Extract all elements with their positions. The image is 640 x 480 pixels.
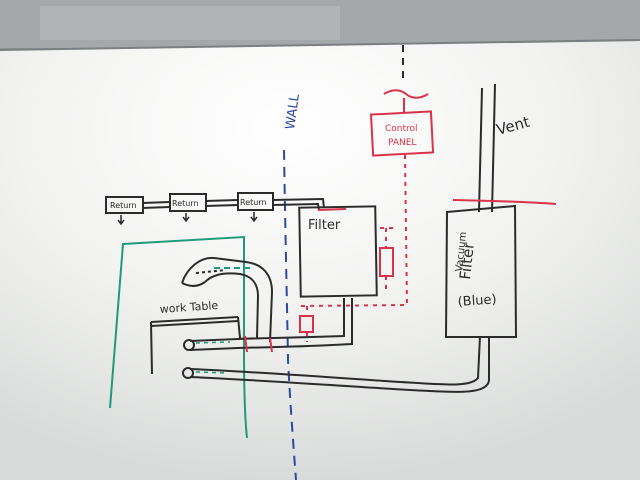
vacuum-filter-label-1: Vacuum — [454, 231, 469, 272]
work-area-boundary — [109, 235, 248, 439]
filter-hose-green — [195, 341, 231, 344]
whiteboard-surface — [0, 40, 640, 480]
return-vent-2: Return — [169, 193, 207, 223]
wall-line — [283, 149, 297, 480]
work-table — [150, 316, 241, 375]
wall-crossing-red-marks — [244, 335, 273, 353]
filter-inlet-red — [317, 208, 347, 211]
board-top-edge — [0, 39, 640, 51]
ceiling-tile-gloss — [40, 6, 340, 40]
filter-box — [298, 205, 378, 298]
vacuum-filter-label-3: (Blue) — [457, 292, 497, 310]
control-panel-label-2: PANEL — [388, 138, 416, 148]
control-panel-break-mark — [383, 89, 429, 99]
vacuum-filter-box — [444, 204, 518, 338]
return-label-1: Return — [110, 201, 137, 210]
vacuum-filter-label-2: Filter — [456, 241, 478, 281]
control-panel-box — [369, 110, 435, 157]
control-wiring — [299, 154, 409, 342]
filter-hose — [183, 298, 353, 351]
control-panel-label-1: Control — [385, 124, 418, 134]
vacuum-hose — [182, 335, 490, 393]
filter-label: Filter — [308, 218, 341, 233]
exhaust-hood — [181, 256, 274, 343]
vacuum-hose-green — [195, 371, 227, 374]
work-table-label: work Table — [159, 299, 219, 316]
vent-red-line — [452, 199, 557, 205]
return-label-2: Return — [172, 199, 199, 208]
return-duct — [141, 197, 325, 211]
control-relay-left — [299, 315, 314, 333]
return-vent-3: Return — [237, 192, 274, 223]
control-relay-right — [379, 247, 394, 277]
return-label-3: Return — [240, 198, 267, 207]
wall-label: WALL — [283, 93, 303, 131]
return-vent-1: Return — [105, 196, 144, 226]
vent-duct — [478, 83, 496, 213]
